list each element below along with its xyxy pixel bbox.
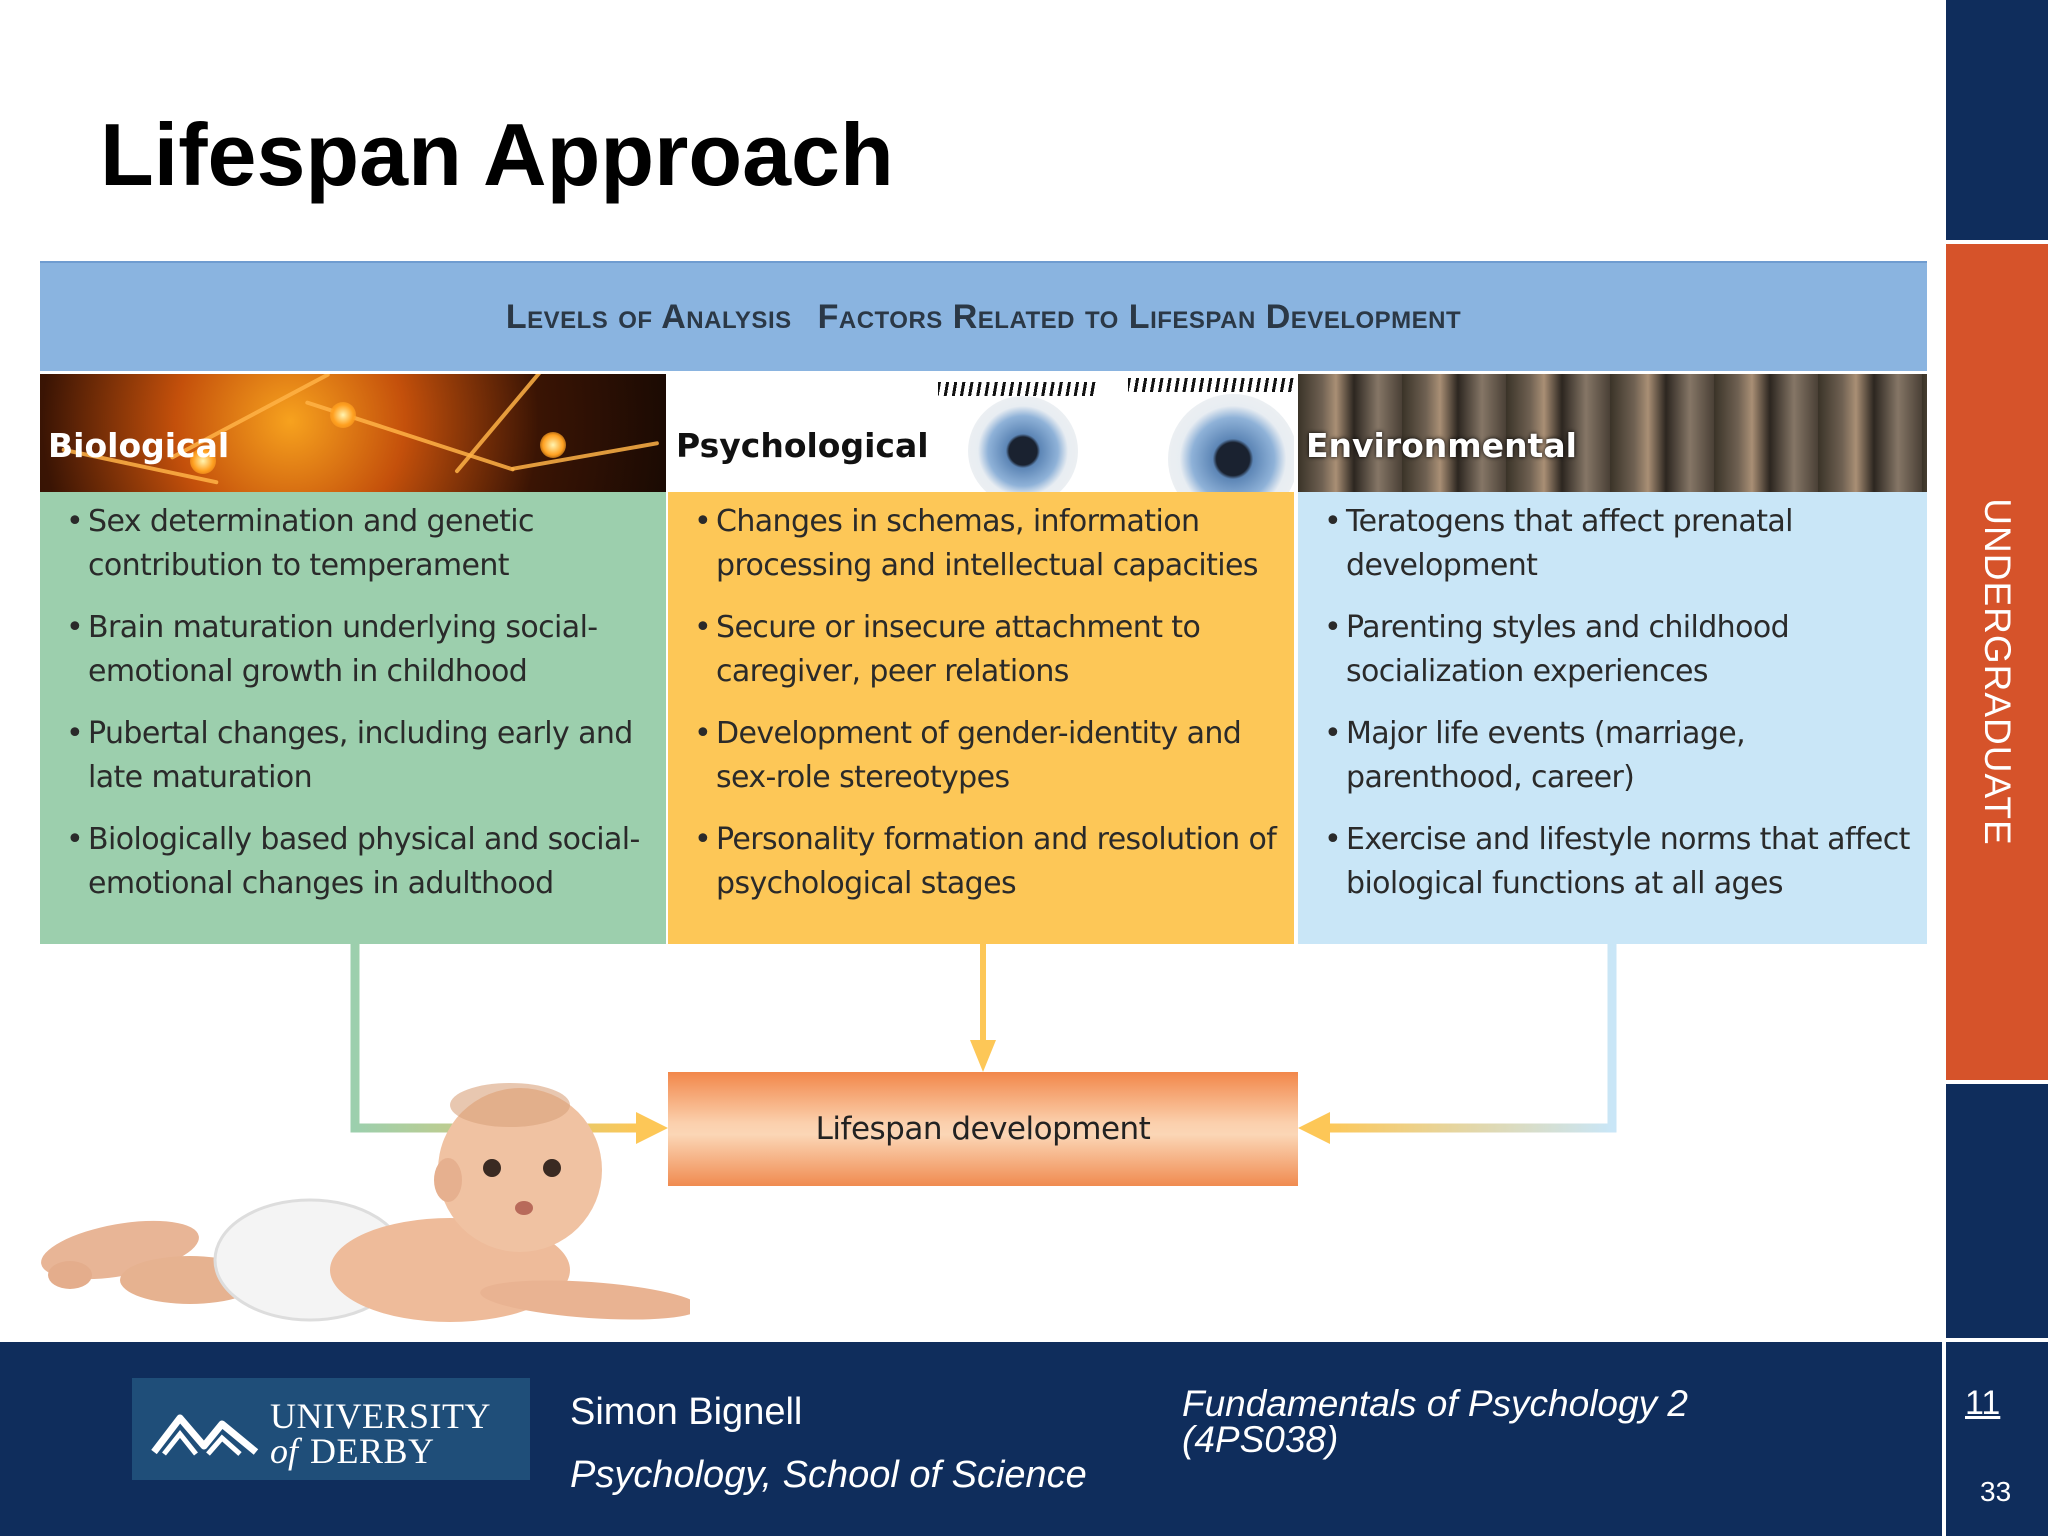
logo-of: of bbox=[270, 1431, 299, 1471]
rail-top-block bbox=[1946, 0, 2048, 240]
column-title-psychological: Psychological bbox=[676, 426, 929, 465]
eye-left bbox=[968, 396, 1078, 492]
slide-title: Lifespan Approach bbox=[100, 105, 894, 204]
arrowhead-biological bbox=[636, 1112, 668, 1144]
mountain-logo-icon bbox=[151, 1414, 259, 1456]
psychological-column: Changes in schemas, information processi… bbox=[668, 492, 1294, 944]
list-item: Biologically based physical and social-e… bbox=[66, 818, 656, 906]
list-item: Secure or insecure attachment to caregiv… bbox=[694, 606, 1284, 694]
lifespan-development-box: Lifespan development bbox=[668, 1072, 1298, 1186]
school-name: Psychology, School of Science bbox=[570, 1454, 1087, 1496]
list-item: Sex determination and genetic contributi… bbox=[66, 500, 656, 588]
list-item: Pubertal changes, including early and la… bbox=[66, 712, 656, 800]
list-item: Development of gender-identity and sex-r… bbox=[694, 712, 1284, 800]
environmental-header-image: Environmental bbox=[1298, 374, 1927, 492]
eyelash bbox=[1128, 378, 1294, 392]
eyelash bbox=[938, 382, 1098, 396]
psychological-header-image: Psychological bbox=[668, 374, 1294, 492]
footer-divider bbox=[1942, 1342, 1946, 1536]
rail-lower-block bbox=[1946, 1084, 2048, 1338]
environmental-column: Teratogens that affect prenatal developm… bbox=[1298, 492, 1927, 944]
neuron-spot bbox=[540, 432, 566, 458]
logo-university: UNIVERSITY bbox=[270, 1396, 491, 1436]
list-item: Teratogens that affect prenatal developm… bbox=[1324, 500, 1917, 588]
environmental-list: Teratogens that affect prenatal developm… bbox=[1324, 500, 1917, 924]
rail-orange-block bbox=[1946, 244, 2048, 1080]
list-item: Changes in schemas, information processi… bbox=[694, 500, 1284, 588]
biological-list: Sex determination and genetic contributi… bbox=[66, 500, 656, 924]
eye-right bbox=[1168, 394, 1294, 492]
baby-illustration bbox=[41, 1083, 690, 1322]
list-item: Parenting styles and childhood socializa… bbox=[1324, 606, 1917, 694]
list-item: Personality formation and resolution of … bbox=[694, 818, 1284, 906]
biological-column: Sex determination and genetic contributi… bbox=[40, 492, 666, 944]
university-logo bbox=[132, 1378, 530, 1480]
diagram-header: Levels of Analysis Factors Related to Li… bbox=[40, 261, 1927, 371]
list-item: Brain maturation underlying social-emoti… bbox=[66, 606, 656, 694]
outcome-label: Lifespan development bbox=[815, 1111, 1151, 1147]
biological-header-image: Biological bbox=[40, 374, 666, 492]
neuron-spot bbox=[190, 448, 216, 474]
connector-environmental bbox=[1326, 944, 1617, 1133]
psychological-list: Changes in schemas, information processi… bbox=[694, 500, 1284, 924]
header-levels-label: Levels of Analysis bbox=[505, 297, 792, 336]
presenter-name: Simon Bignell bbox=[570, 1391, 803, 1433]
list-item: Exercise and lifestyle norms that affect… bbox=[1324, 818, 1917, 906]
column-title-biological: Biological bbox=[48, 426, 230, 465]
course-title: Fundamentals of Psychology 2 (4PS038) bbox=[1182, 1383, 1688, 1460]
column-title-environmental: Environmental bbox=[1306, 426, 1577, 465]
slide-number: 11 bbox=[1965, 1384, 2001, 1422]
slide-total: 33 bbox=[1980, 1476, 2012, 1507]
header-factors-label: Factors Related to Lifespan Development bbox=[817, 297, 1462, 336]
arrowhead-environmental bbox=[1298, 1112, 1330, 1144]
arrowhead-psychological bbox=[970, 1040, 996, 1072]
rail-label: UNDERGRADUATE bbox=[1977, 498, 2018, 846]
logo-derby: DERBY bbox=[310, 1431, 435, 1471]
list-item: Major life events (marriage, parenthood,… bbox=[1324, 712, 1917, 800]
neuron-spot bbox=[330, 402, 356, 428]
